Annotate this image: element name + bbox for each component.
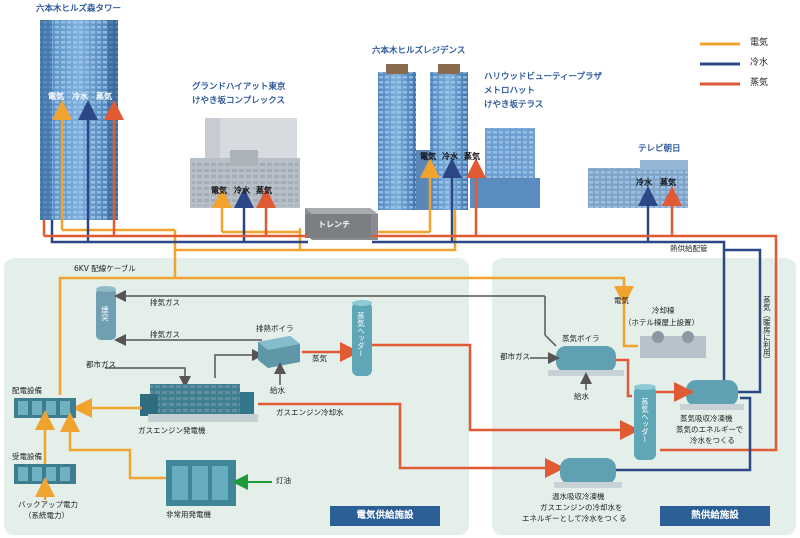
engine-cooling-line — [258, 402, 565, 478]
heat-city-gas-label: 都市ガス — [500, 352, 530, 361]
emergency-to-distribution — [60, 412, 166, 480]
backup-label-1: バックアップ電力 — [18, 500, 78, 509]
tv-asahi-chilled-label: 冷水 — [636, 178, 652, 187]
chimney — [96, 286, 116, 340]
steam-header-power — [352, 300, 372, 376]
steam-to-heat-plant — [372, 343, 640, 440]
engine-exhaust-up — [214, 349, 264, 378]
heat-boiler-exhaust — [544, 334, 557, 347]
gas-engine-label: ガスエンジン発電機 — [138, 426, 206, 435]
hollywood-title-2: メトロハット — [484, 86, 536, 96]
steam-lines — [44, 100, 778, 452]
trench-box — [305, 208, 378, 240]
heat-pipe-label: 熱供給配管 — [670, 244, 708, 253]
heat-feed-water-label: 給水 — [574, 392, 589, 401]
receiving-label: 受電設備 — [12, 452, 42, 461]
distribution-equipment — [14, 398, 76, 418]
hot-water-absorption-chiller — [554, 458, 622, 488]
legend — [700, 42, 740, 86]
waste-heat-boiler-label: 排熱ボイラ — [256, 324, 294, 333]
grand-hyatt-building — [190, 118, 300, 208]
steam-absorption-chiller — [680, 380, 744, 410]
hollywood-plaza-building — [470, 128, 540, 208]
electric-distribution-lines — [52, 100, 634, 306]
grand-hyatt-title-1: グランドハイアット東京 — [192, 82, 286, 92]
exhaust-label-2: 排気ガス — [150, 330, 180, 339]
legend-label-chilled: 冷水 — [750, 58, 769, 68]
chimney-label: 煙突 — [100, 306, 110, 321]
mori-electric-label: 電気 — [48, 92, 64, 101]
city-gas-engine-arrow — [105, 367, 191, 388]
residence-electric-label: 電気 — [420, 152, 436, 161]
boiler-to-header-steam — [616, 358, 632, 398]
cooling-tower-label-2: （ホテル棟屋上設置） — [624, 318, 699, 327]
power-steam-header-label: 蒸気ヘッダー — [356, 312, 366, 357]
mori-tower-building — [40, 20, 118, 220]
hollywood-title-3: けやき坂テラス — [484, 100, 544, 110]
power-city-gas-label: 都市ガス — [86, 360, 116, 369]
residence-chilled-label: 冷水 — [442, 152, 458, 161]
mori-chilled-label: 冷水 — [72, 92, 88, 101]
hot-water-absorption-label-2: ガスエンジンの冷却水を — [540, 503, 623, 512]
residence-building — [378, 64, 468, 210]
waste-heat-boiler — [258, 336, 300, 368]
steam-boiler-label: 蒸気ボイラ — [562, 334, 600, 343]
heat-plant-title: 熱供給施設 — [660, 506, 770, 526]
grand-hyatt-title-2: けやき坂コンプレックス — [192, 96, 285, 106]
heat-electric-label: 電気 — [614, 296, 629, 305]
hot-water-chiller-chilled-out — [616, 396, 752, 472]
mori-tower-title: 六本木ヒルズ森タワー — [36, 4, 122, 14]
hyatt-steam-label: 蒸気 — [256, 186, 272, 195]
backup-label-2: （系統電力） — [24, 511, 69, 520]
cooling-tower — [640, 331, 706, 358]
hot-water-absorption-label-3: エネルギーとして冷水をつくる — [522, 514, 627, 523]
heat-steam-header-label: 蒸気ヘッダー — [640, 398, 650, 443]
hyatt-electric-label: 電気 — [211, 186, 227, 195]
steam-absorption-label-2: 蒸気のエネルギーで — [676, 425, 744, 434]
cable-label: 6KV 配線ケーブル — [74, 264, 136, 273]
residence-steam-label: 蒸気 — [464, 152, 480, 161]
mori-steam-label: 蒸気 — [96, 92, 112, 101]
engine-cooling-label: ガスエンジン冷却水 — [276, 408, 344, 417]
steam-absorption-label-1: 蒸気吸収冷凍機 — [680, 414, 733, 423]
kerosene-label: 灯油 — [276, 476, 291, 485]
steam-header-heat — [634, 384, 656, 460]
steam-absorption-label-3: 冷水をつくる — [690, 436, 735, 445]
electric-to-cooling — [622, 300, 638, 348]
steam-heating-label: 蒸気（暖房に利用） — [762, 296, 772, 364]
tv-asahi-steam-label: 蒸気 — [660, 178, 676, 187]
tv-asahi-title: テレビ朝日 — [638, 144, 681, 154]
emergency-gen-label: 非常用発電機 — [166, 510, 211, 519]
legend-label-electric: 電気 — [750, 38, 769, 48]
chiller-to-trench-chilled — [724, 248, 762, 394]
hot-water-absorption-label-1: 温水吸収冷凍機 — [552, 492, 605, 501]
power-feed-water-label: 給水 — [270, 386, 285, 395]
residence-title: 六本木ヒルズレジデンス — [372, 46, 466, 56]
power-plant-title: 電気供給施設 — [330, 506, 440, 526]
cable-down-left — [58, 276, 175, 395]
steam-boiler — [548, 346, 624, 376]
emergency-generator — [166, 460, 236, 506]
cooling-tower-label-1: 冷却棟 — [652, 306, 675, 315]
legend-label-steam: 蒸気 — [750, 78, 769, 88]
gas-engine-generator — [140, 384, 258, 422]
distribution-label: 配電設備 — [12, 386, 42, 395]
receiving-equipment — [14, 464, 76, 484]
power-steam-label: 蒸気 — [312, 354, 327, 363]
hollywood-title-1: ハリウッドビューティープラザ — [484, 72, 602, 82]
trench-label: トレンチ — [318, 220, 350, 229]
hyatt-chilled-label: 冷水 — [234, 186, 250, 195]
exhaust-label-1: 排気ガス — [150, 298, 180, 307]
